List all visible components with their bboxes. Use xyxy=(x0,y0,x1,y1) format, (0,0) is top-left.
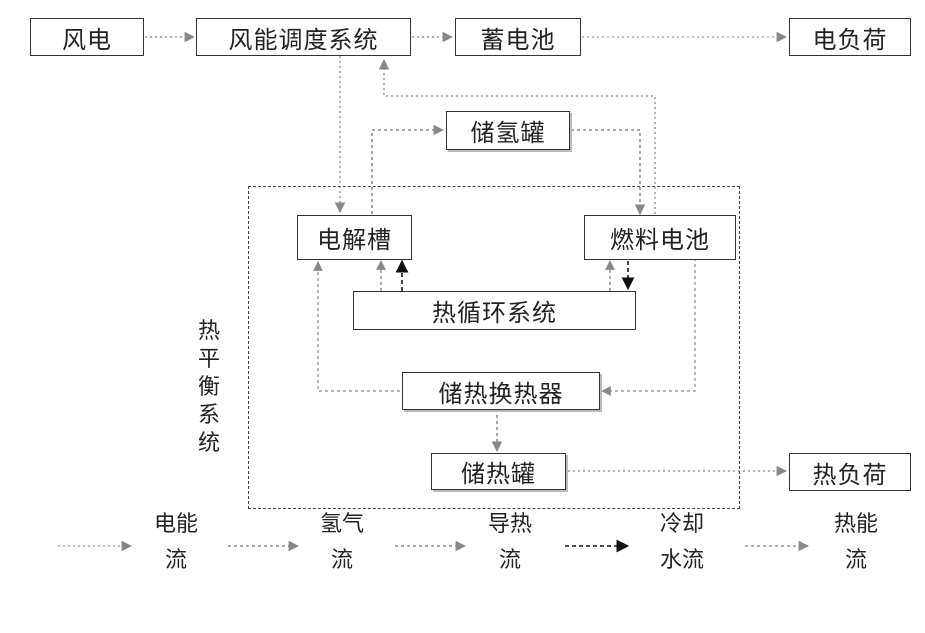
node-electrolyzer: 电解槽 xyxy=(297,215,412,260)
legend-cooling-water-line1: 冷却 xyxy=(646,507,718,543)
legend-electric-line2: 流 xyxy=(140,543,212,579)
legend-thermal-line2: 流 xyxy=(820,543,892,579)
node-fuel-cell: 燃料电池 xyxy=(584,215,736,260)
legend-hydrogen-line1: 氢气 xyxy=(306,507,378,543)
legend-heat-conduct-line1: 导热 xyxy=(474,507,546,543)
node-wind-power: 风电 xyxy=(30,18,144,56)
legend-electric-line1: 电能 xyxy=(140,507,212,543)
node-heat-tank: 储热罐 xyxy=(431,453,566,490)
node-heat-load: 热负荷 xyxy=(789,453,911,491)
legend-label-heat-conduct: 导热 流 xyxy=(474,507,546,579)
legend-heat-conduct-line2: 流 xyxy=(474,543,546,579)
node-heat-exchanger: 储热换热器 xyxy=(402,372,600,410)
legend-cooling-water-line2: 水流 xyxy=(646,543,718,579)
legend-label-hydrogen: 氢气 流 xyxy=(306,507,378,579)
legend-hydrogen-line2: 流 xyxy=(306,543,378,579)
thermal-balance-label: 热平衡系统 xyxy=(196,318,222,458)
legend-label-electric: 电能 流 xyxy=(140,507,212,579)
node-battery: 蓄电池 xyxy=(455,18,581,56)
legend-thermal-line1: 热能 xyxy=(820,507,892,543)
legend-label-thermal: 热能 流 xyxy=(820,507,892,579)
node-thermal-cycle: 热循环系统 xyxy=(353,291,636,330)
legend-label-cooling-water: 冷却 水流 xyxy=(646,507,718,579)
node-wind-dispatch: 风能调度系统 xyxy=(196,18,411,56)
thermal-balance-label-text: 热平衡系统 xyxy=(196,318,222,458)
node-h2-tank: 储氢罐 xyxy=(446,111,570,150)
node-electric-load: 电负荷 xyxy=(789,18,911,56)
